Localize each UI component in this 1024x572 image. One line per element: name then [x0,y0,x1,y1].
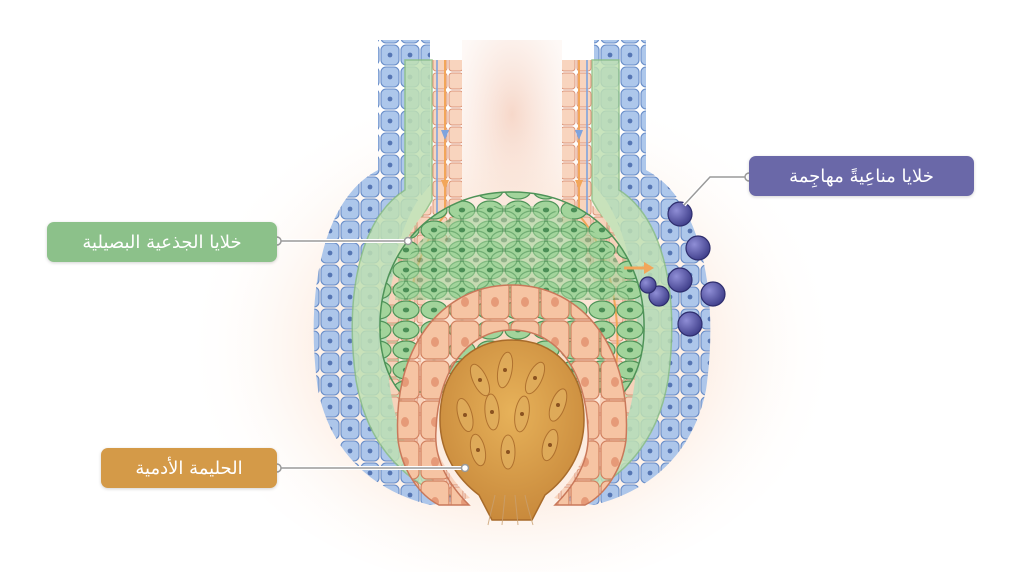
bulge-stem-cells-label: خلايا الجذعية البصيلية [47,222,277,262]
dermal-papilla-label: الحليمة الأدمية [101,448,277,488]
immune-cells [639,201,726,337]
immune-cells-label: خلايا مناعِيةً مهاجِمة [749,156,974,196]
hair-matrix [396,284,628,506]
